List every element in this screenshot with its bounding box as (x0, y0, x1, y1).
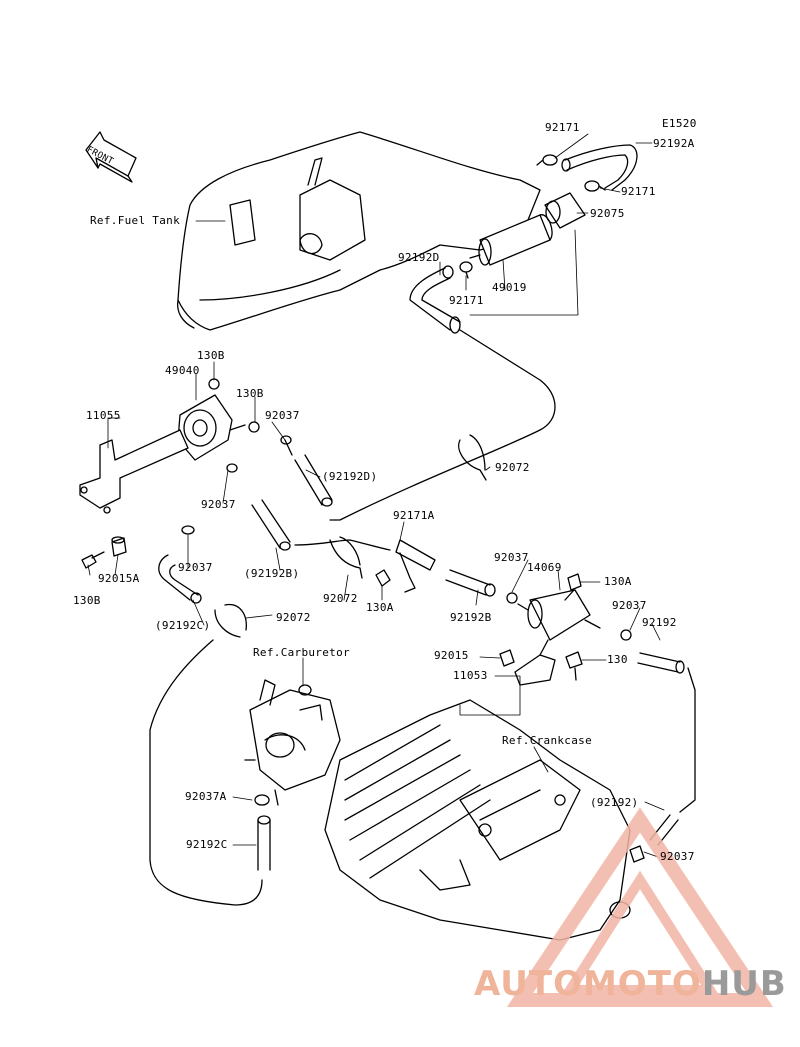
watermark-part2: HUB (701, 964, 787, 1004)
part-label: (92192) (590, 796, 639, 809)
front-arrow-icon (85, 131, 137, 183)
fuel-tank-outline (176, 131, 541, 331)
fuel-filter-49019 (469, 214, 553, 266)
clamp-92037-b (226, 463, 238, 473)
part-label: 92037 (494, 551, 529, 564)
part-label: 130B (236, 387, 264, 400)
part-label: 92171 (545, 121, 580, 134)
part-label: 130A (604, 575, 632, 588)
hose-92192 (637, 652, 685, 674)
part-label: 92037 (178, 561, 213, 574)
watermark-part1: AUTOMOTO (474, 964, 702, 1004)
part-label: 92015 (434, 649, 469, 662)
clamp-92037-a (280, 435, 292, 445)
part-label: 92075 (590, 207, 625, 220)
part-label: 130B (197, 349, 225, 362)
hose-92192c-lower (257, 815, 271, 871)
ref-carburetor: Ref.Carburetor (253, 646, 350, 659)
part-label: 92171 (621, 185, 656, 198)
fuel-filter-14069 (517, 589, 601, 641)
diagram-code: E1520 (662, 117, 697, 130)
clamp-92171-a (536, 154, 558, 166)
part-label: 14069 (527, 561, 562, 574)
ref-crankcase: Ref.Crankcase (502, 734, 592, 747)
bolt-130b-lower (81, 551, 105, 569)
part-label: 92037 (265, 409, 300, 422)
clamp-92171-c (459, 261, 473, 279)
part-label: 11053 (453, 669, 488, 682)
part-label: 92072 (323, 592, 358, 605)
hose-92192b-right (445, 569, 496, 597)
part-label: (92192B) (244, 567, 300, 580)
bracket-11055 (79, 429, 189, 514)
ref-fuel-tank: Ref.Fuel Tank (90, 214, 180, 227)
part-label: 92171A (393, 509, 435, 522)
part-label: 92171 (449, 294, 484, 307)
hose-92192c (158, 554, 202, 604)
band-clamp-92072-c (214, 603, 247, 638)
leader-lines (87, 133, 665, 858)
band-clamp-92072-a (458, 434, 487, 481)
part-label: 92192C (186, 838, 228, 851)
clamp-92037-c (181, 525, 195, 535)
collar-92015 (499, 649, 515, 667)
clamp-92037-d (506, 592, 518, 604)
part-label: 92015A (98, 572, 140, 585)
routing-lines (149, 329, 696, 906)
hose-92192b (251, 499, 291, 551)
bolt-130a-filter (564, 573, 582, 601)
part-label: 49040 (165, 364, 200, 377)
bolt-130a-upper (375, 569, 391, 587)
part-label: 130A (366, 601, 394, 614)
part-label: 92192D (398, 251, 440, 264)
part-label: 92037 (612, 599, 647, 612)
clamp-92037-e (620, 629, 632, 641)
hose-92192d-middle (284, 439, 333, 507)
part-label: 11055 (86, 409, 121, 422)
part-label: 92192A (653, 137, 695, 150)
part-label: (92192D) (322, 470, 378, 483)
watermark-logo-icon (506, 807, 774, 1007)
part-label: 92072 (495, 461, 530, 474)
band-clamp-92072-b (329, 536, 363, 579)
collar-92015a (111, 536, 127, 557)
part-label: 92072 (276, 611, 311, 624)
part-label: 92037 (660, 850, 695, 863)
clamp-92037a (254, 794, 270, 806)
strap-92171a (395, 539, 436, 593)
part-label: 92037 (201, 498, 236, 511)
watermark-text: AUTOMOTOHUB (474, 964, 787, 1004)
part-label: 92192B (450, 611, 492, 624)
crankcase (324, 699, 631, 941)
hose-92192a (561, 144, 638, 191)
part-label: 92192 (642, 616, 677, 629)
clamp-92075 (544, 192, 586, 229)
carburetor (244, 679, 341, 806)
part-label: 130B (73, 594, 101, 607)
part-label: 49019 (492, 281, 527, 294)
part-label: 92037A (185, 790, 227, 803)
clamp-92037-f (629, 845, 645, 863)
part-label: (92192C) (155, 619, 211, 632)
bracket-11053 (514, 639, 556, 686)
part-label: 130 (607, 653, 628, 666)
bolt-130 (565, 651, 583, 681)
clamp-92171-b (584, 180, 606, 192)
